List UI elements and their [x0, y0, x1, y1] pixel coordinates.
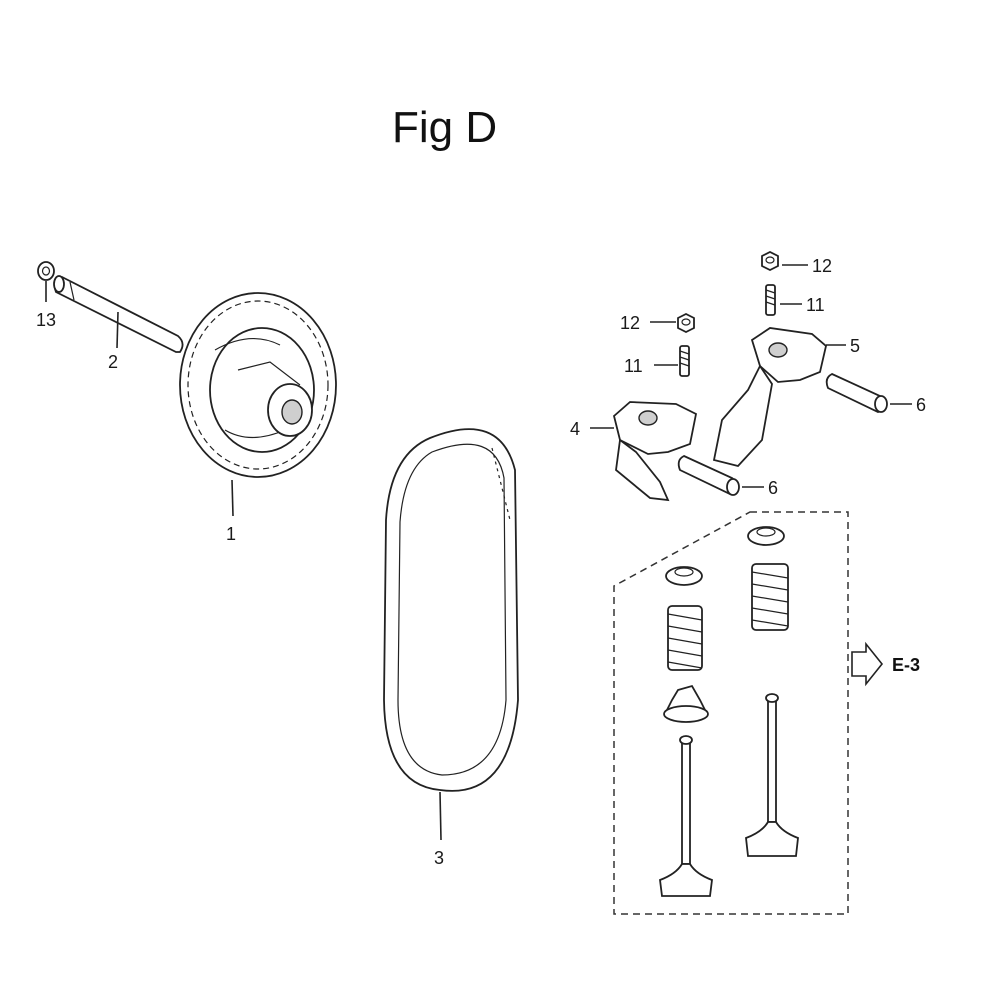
reference-label: E-3: [892, 655, 920, 675]
part-11-stud-lower: [679, 345, 690, 377]
part-11-stud-upper: [765, 284, 776, 316]
part-3-timing-belt: [383, 428, 519, 792]
callout-5: 5: [850, 336, 860, 356]
callout-6-upper: 6: [916, 395, 926, 415]
valve-group-box: [613, 511, 849, 915]
part-1-timing-pulley: [179, 292, 337, 478]
valve-retainer-left: [665, 566, 703, 586]
callout-11-upper: 11: [806, 295, 825, 315]
reference-e3[interactable]: E-3: [851, 641, 920, 687]
callout-4: 4: [570, 419, 580, 439]
callout-3: 3: [434, 848, 444, 868]
figure-title: Fig D: [392, 103, 497, 152]
valve-spring-right: [751, 563, 789, 631]
valve-exhaust: [745, 693, 799, 857]
part-4-rocker-arm: [612, 401, 698, 502]
callout-13: 13: [36, 310, 56, 330]
callout-11-lower: 11: [624, 356, 643, 376]
part-6-rocker-pin-upper: [825, 373, 888, 413]
valve-intake: [659, 735, 713, 897]
valve-spring-left: [667, 605, 703, 671]
callout-6-lower: 6: [768, 478, 778, 498]
callout-2: 2: [108, 352, 118, 372]
callout-12-upper: 12: [812, 256, 832, 276]
part-12-nut-lower: [677, 312, 695, 334]
part-12-nut-upper: [761, 250, 779, 272]
callout-12-lower: 12: [620, 313, 640, 333]
valve-stem-seal: [663, 684, 709, 723]
part-13-washer: [37, 261, 55, 281]
callout-1: 1: [226, 524, 236, 544]
part-5-rocker-arm: [712, 327, 827, 468]
part-6-rocker-pin-lower: [677, 455, 740, 496]
hollow-right-arrow-icon: [851, 641, 884, 687]
valve-retainer-right: [747, 526, 785, 546]
